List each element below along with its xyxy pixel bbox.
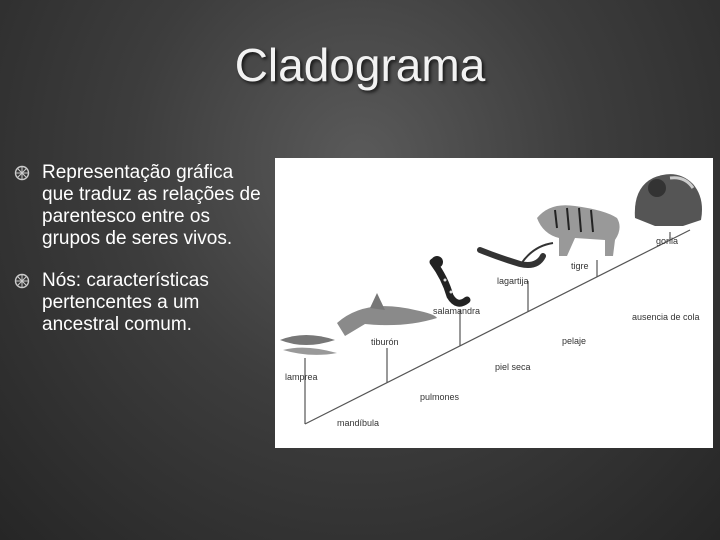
bullet-text: Representação gráfica que traduz as rela… xyxy=(42,162,261,249)
node-label: ausencia de cola xyxy=(632,312,700,322)
node-label: pelaje xyxy=(562,336,586,346)
gorilla-image xyxy=(635,174,702,226)
taxon-label: gorila xyxy=(656,236,678,246)
tiger-image xyxy=(537,205,620,256)
taxon-label: tigre xyxy=(571,261,589,271)
cladogram-figure: lamprea tiburón salamandra lagartija tig… xyxy=(275,158,713,448)
lizard-image xyxy=(480,243,553,265)
shark-image xyxy=(337,293,437,336)
node-label: pulmones xyxy=(420,392,460,402)
bullet-icon xyxy=(14,273,30,289)
node-label: piel seca xyxy=(495,362,531,372)
bullet-list: Representação gráfica que traduz as rela… xyxy=(14,162,270,356)
cladogram-diagram: lamprea tiburón salamandra lagartija tig… xyxy=(275,158,713,448)
bullet-icon xyxy=(14,165,30,181)
bullet-item: Representação gráfica que traduz as rela… xyxy=(14,162,270,250)
slide-title: Cladograma xyxy=(0,38,720,92)
taxon-label: lagartija xyxy=(497,276,529,286)
bullet-item: Nós: características pertencentes a um a… xyxy=(14,270,270,336)
lamprey-image xyxy=(280,335,337,355)
taxon-label: lamprea xyxy=(285,372,318,382)
taxon-label: tiburón xyxy=(371,337,399,347)
node-label: mandíbula xyxy=(337,418,379,428)
bullet-text: Nós: características pertencentes a um a… xyxy=(42,270,209,335)
taxon-label: salamandra xyxy=(433,306,480,316)
salamander-image xyxy=(431,256,467,303)
